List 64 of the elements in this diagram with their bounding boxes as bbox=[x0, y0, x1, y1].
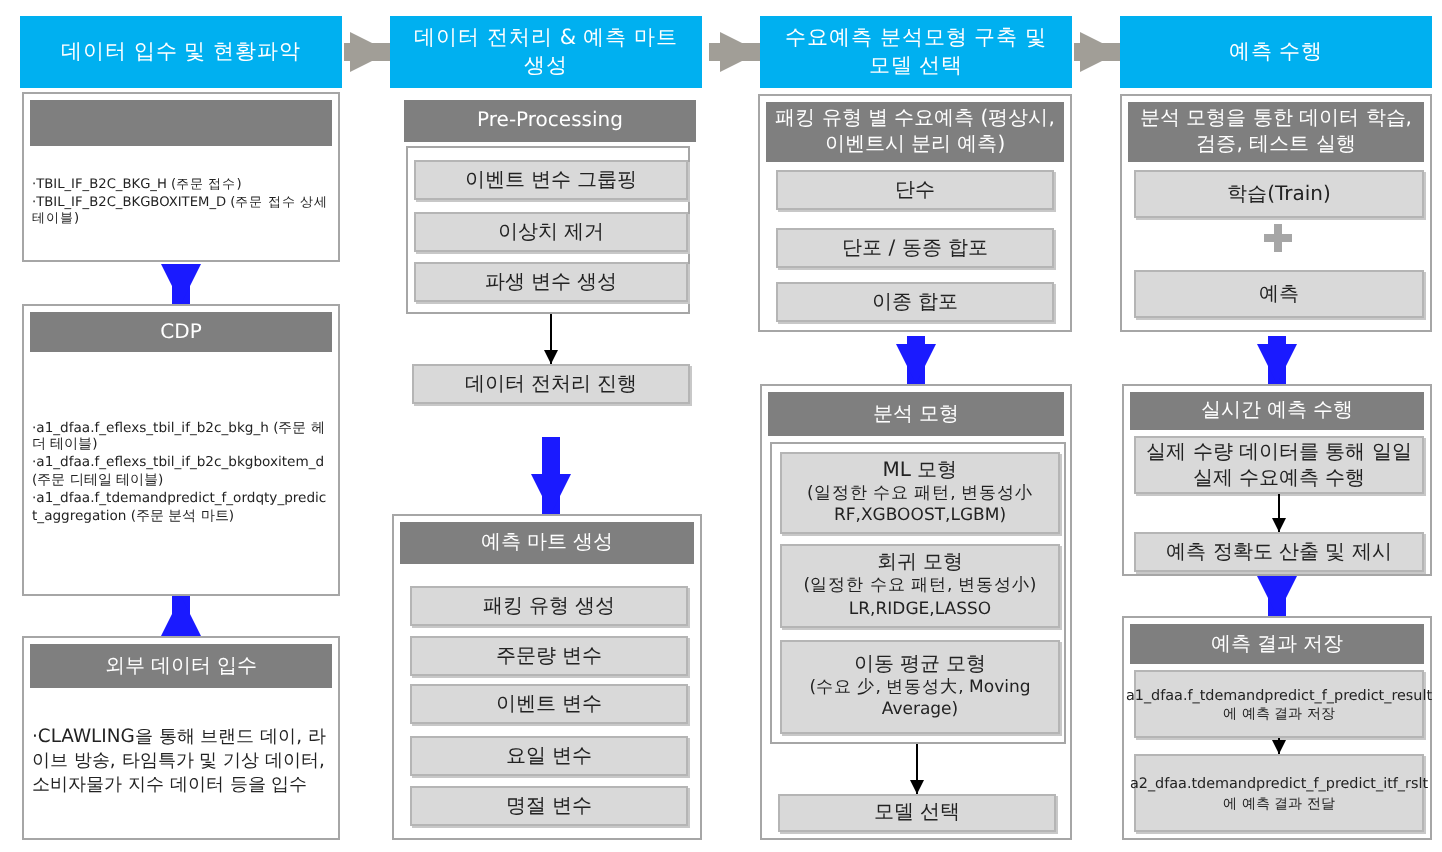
block-arrow bbox=[161, 264, 201, 304]
step-box: 단수 bbox=[776, 170, 1054, 210]
arrow bbox=[544, 313, 558, 365]
panel bbox=[1120, 94, 1432, 332]
group-frame bbox=[770, 442, 1066, 744]
panel bbox=[760, 384, 1072, 840]
box-title: 이동 평균 모형 bbox=[853, 651, 987, 678]
step-box: 모델 선택 bbox=[778, 794, 1056, 832]
box-detail: (일정한 수요 패턴, 변동성小 RF,XGBOOST,LGBM) bbox=[804, 483, 1036, 529]
box-title: ML 모형 bbox=[882, 457, 958, 484]
box-detail: (일정한 수요 패턴, 변동성小) LR,RIDGE,LASSO bbox=[801, 576, 1039, 622]
panel-heading: 분석 모형 bbox=[768, 392, 1064, 436]
arrow bbox=[910, 743, 924, 795]
step-box bbox=[780, 640, 1060, 734]
block-arrow bbox=[1257, 336, 1297, 384]
step-box: 이벤트 변수 그룹핑 bbox=[414, 160, 688, 200]
step-box: 예측 bbox=[1134, 270, 1424, 318]
panel-heading: 실시간 예측 수행 bbox=[1130, 392, 1424, 430]
panel-heading: 패킹 유형 별 수요예측 (평상시, 이벤트시 분리 예측) bbox=[766, 102, 1064, 162]
step-box: 명절 변수 bbox=[410, 786, 688, 826]
block-arrow bbox=[531, 437, 571, 514]
step-box bbox=[780, 452, 1060, 534]
panel bbox=[1122, 384, 1432, 576]
step-box: 주문량 변수 bbox=[410, 636, 688, 676]
block-arrow bbox=[344, 32, 390, 72]
arrow bbox=[1272, 737, 1286, 755]
panel-heading: Pre-Processing bbox=[404, 100, 696, 142]
panel bbox=[22, 636, 340, 840]
arrow bbox=[1272, 493, 1286, 533]
step-banner: 데이터 입수 및 현황파악 bbox=[20, 16, 342, 88]
box-title: 회귀 모형 bbox=[876, 550, 964, 577]
step-box: 패킹 유형 생성 bbox=[410, 586, 688, 626]
step-box: 예측 정확도 산출 및 제시 bbox=[1134, 532, 1424, 572]
panel bbox=[392, 514, 702, 840]
step-box: 학습(Train) bbox=[1134, 170, 1424, 218]
panel bbox=[758, 94, 1072, 332]
body-text: ·CLAWLING을 통해 브랜드 데이, 라이브 방송, 타임특가 및 기상 데이터, 소비자물가 지수 데이터 등을 입수 bbox=[32, 726, 328, 798]
block-arrow bbox=[896, 336, 936, 384]
panel-heading: 예측 결과 저장 bbox=[1130, 624, 1424, 664]
panel-heading: 예측 마트 생성 bbox=[400, 522, 694, 564]
step-box: 요일 변수 bbox=[410, 736, 688, 776]
panel bbox=[1122, 616, 1432, 840]
step-banner: 수요예측 분석모형 구축 및 모델 선택 bbox=[760, 16, 1072, 88]
block-arrow bbox=[1074, 32, 1120, 72]
step-box: 이상치 제거 bbox=[414, 212, 688, 252]
panel-heading: 분석 모형을 통한 데이터 학습,검증, 테스트 실행 bbox=[1128, 102, 1424, 162]
panel bbox=[22, 304, 340, 596]
step-banner: 데이터 전처리 & 예측 마트 생성 bbox=[390, 16, 702, 88]
step-box bbox=[780, 544, 1060, 628]
block-arrow bbox=[161, 596, 201, 636]
step-box: 이벤트 변수 bbox=[410, 684, 688, 724]
step-banner: 예측 수행 bbox=[1120, 16, 1432, 88]
block-arrow bbox=[1257, 576, 1297, 616]
panel-heading: CDP bbox=[30, 312, 332, 352]
step-box: 이종 합포 bbox=[776, 282, 1054, 322]
step-box: 실제 수량 데이터를 통해 일일 실제 수요예측 수행 bbox=[1134, 436, 1424, 494]
panel bbox=[22, 92, 340, 262]
step-box: 파생 변수 생성 bbox=[414, 262, 688, 302]
panel bbox=[400, 98, 700, 314]
box-detail: (수요 少, 변동성大, Moving Average) bbox=[807, 677, 1033, 723]
step-box: 단포 / 동종 합포 bbox=[776, 228, 1054, 268]
panel-heading: 외부 데이터 입수 bbox=[30, 644, 332, 688]
step-box: 데이터 전처리 진행 bbox=[412, 364, 690, 404]
block-arrow bbox=[709, 32, 760, 72]
